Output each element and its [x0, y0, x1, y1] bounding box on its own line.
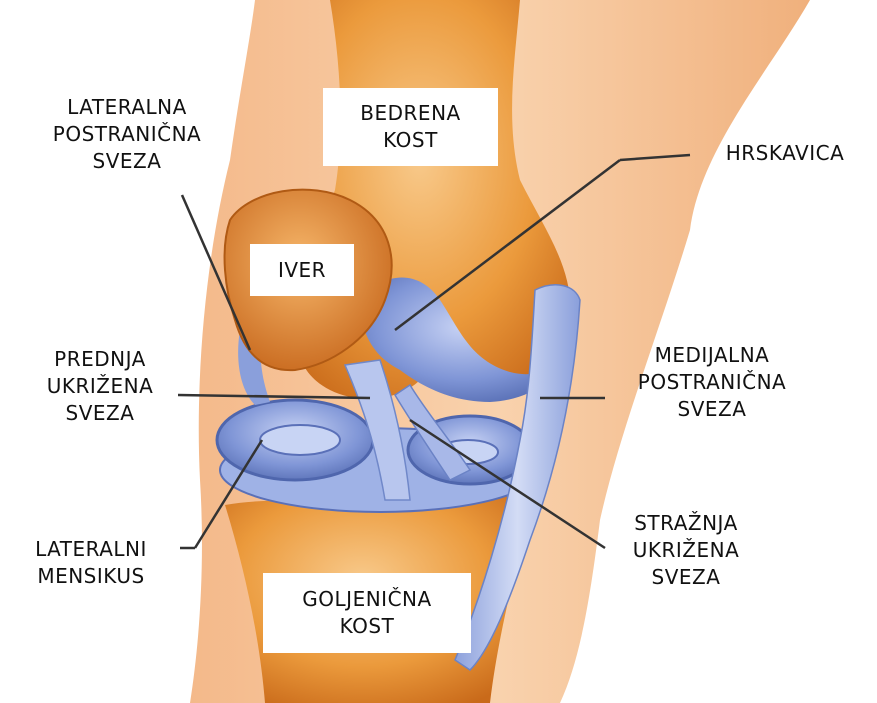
label-tibia: GOLJENIČNA KOST [263, 573, 471, 653]
label-posterior-cruciate-ligament: STRAŽNJA UKRIŽENA SVEZA [606, 510, 766, 591]
label-femur: BEDRENA KOST [323, 88, 498, 166]
label-lateral-collateral-ligament: LATERALNA POSTRANIČNA SVEZA [22, 94, 232, 175]
label-patella: IVER [250, 244, 354, 296]
label-lateral-meniscus: LATERALNI MENSIKUS [6, 536, 176, 590]
label-anterior-cruciate-ligament: PREDNJA UKRIŽENA SVEZA [20, 346, 180, 427]
label-medial-collateral-ligament: MEDIJALNA POSTRANIČNA SVEZA [612, 342, 812, 423]
label-cartilage: HRSKAVICA [700, 140, 870, 167]
